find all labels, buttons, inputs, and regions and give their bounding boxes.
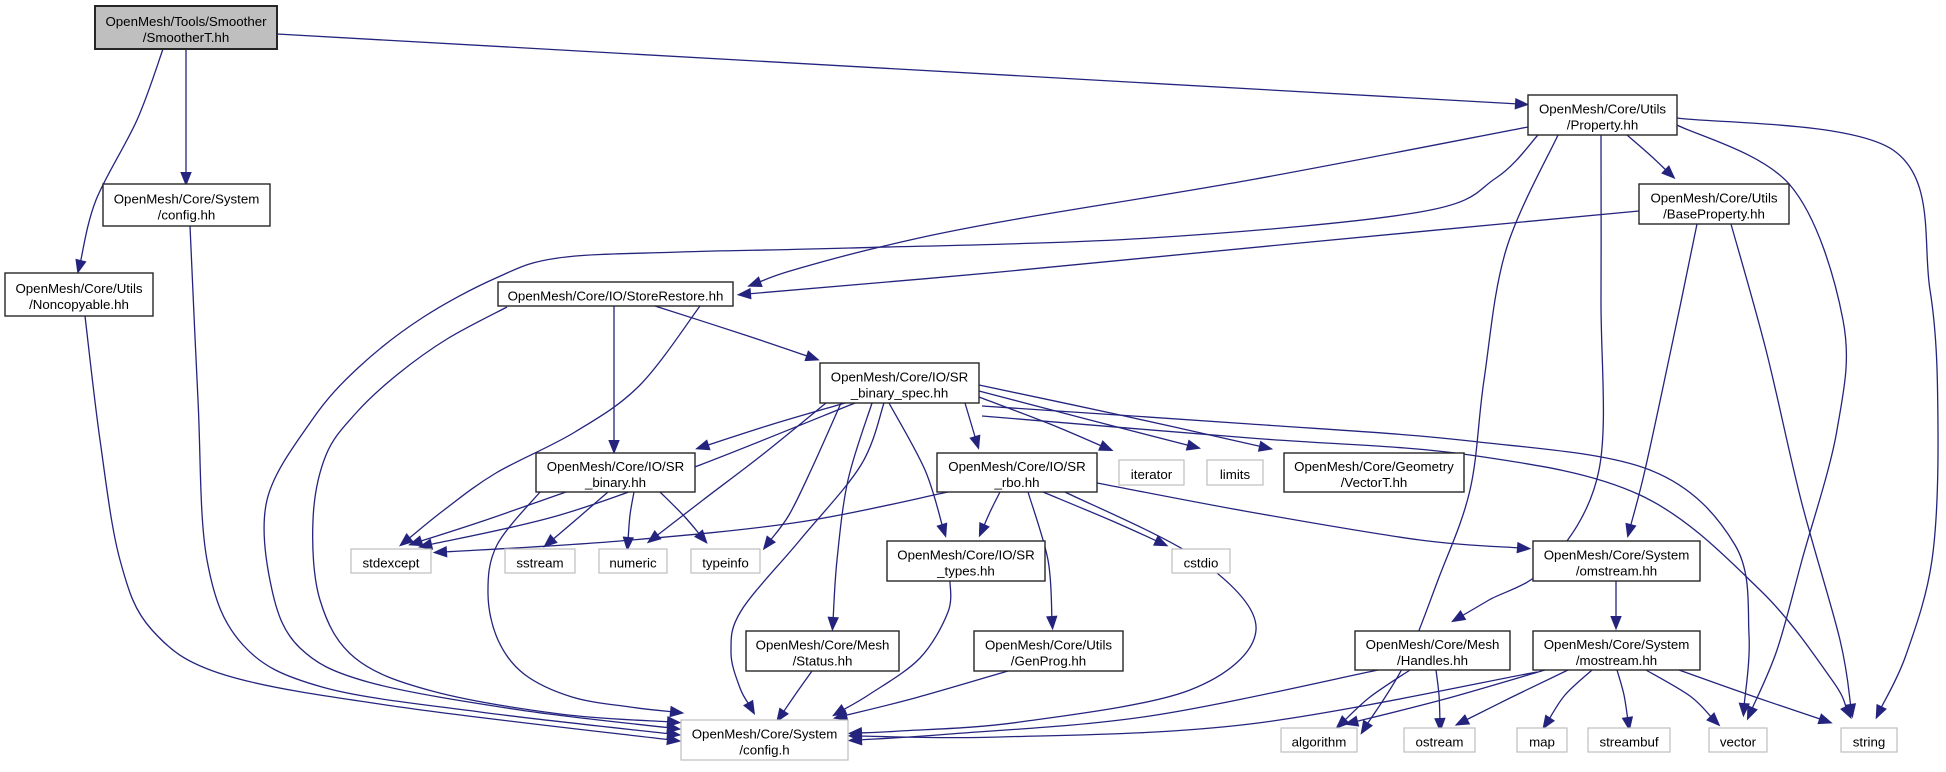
svg-text:numeric: numeric [609, 555, 657, 570]
svg-text:OpenMesh/Core/IO/SR: OpenMesh/Core/IO/SR [547, 459, 684, 474]
svg-text:/Handles.hh: /Handles.hh [1397, 653, 1468, 668]
svg-text:OpenMesh/Core/IO/SR: OpenMesh/Core/IO/SR [948, 459, 1085, 474]
svg-text:/VectorT.hh: /VectorT.hh [1341, 475, 1408, 490]
svg-text:OpenMesh/Core/Utils: OpenMesh/Core/Utils [985, 637, 1112, 652]
svg-text:/Status.hh: /Status.hh [793, 653, 853, 668]
svg-text:streambuf: streambuf [1599, 734, 1658, 749]
svg-text:/Noncopyable.hh: /Noncopyable.hh [29, 297, 129, 312]
svg-text:OpenMesh/Core/Utils: OpenMesh/Core/Utils [1539, 101, 1666, 116]
svg-text:OpenMesh/Core/System: OpenMesh/Core/System [114, 191, 260, 206]
svg-text:OpenMesh/Core/IO/SR: OpenMesh/Core/IO/SR [831, 369, 968, 384]
svg-text:OpenMesh/Core/Utils: OpenMesh/Core/Utils [15, 281, 142, 296]
svg-text:OpenMesh/Core/IO/StoreRestore.: OpenMesh/Core/IO/StoreRestore.hh [508, 288, 724, 303]
svg-text:/GenProg.hh: /GenProg.hh [1011, 653, 1086, 668]
svg-text:OpenMesh/Core/Mesh: OpenMesh/Core/Mesh [756, 637, 890, 652]
svg-text:OpenMesh/Core/System: OpenMesh/Core/System [1544, 637, 1690, 652]
svg-text:/BaseProperty.hh: /BaseProperty.hh [1663, 206, 1765, 221]
svg-text:OpenMesh/Core/Geometry: OpenMesh/Core/Geometry [1294, 459, 1454, 474]
svg-text:string: string [1853, 734, 1886, 749]
svg-text:OpenMesh/Core/Utils: OpenMesh/Core/Utils [1650, 190, 1777, 205]
svg-text:/config.h: /config.h [739, 742, 789, 757]
svg-text:_binary_spec.hh: _binary_spec.hh [850, 385, 949, 400]
svg-text:cstdio: cstdio [1184, 555, 1219, 570]
svg-text:map: map [1529, 734, 1555, 749]
svg-text:stdexcept: stdexcept [363, 555, 420, 570]
svg-text:ostream: ostream [1415, 734, 1463, 749]
svg-text:/mostream.hh: /mostream.hh [1576, 653, 1657, 668]
svg-text:algorithm: algorithm [1292, 734, 1347, 749]
svg-text:sstream: sstream [516, 555, 563, 570]
svg-text:/config.hh: /config.hh [158, 207, 216, 222]
svg-text:OpenMesh/Core/System: OpenMesh/Core/System [1544, 547, 1690, 562]
svg-text:_binary.hh: _binary.hh [584, 475, 646, 490]
svg-text:iterator: iterator [1131, 467, 1173, 482]
svg-text:OpenMesh/Core/IO/SR: OpenMesh/Core/IO/SR [897, 547, 1034, 562]
svg-text:_types.hh: _types.hh [936, 563, 995, 578]
svg-text:OpenMesh/Core/System: OpenMesh/Core/System [692, 726, 838, 741]
svg-text:vector: vector [1720, 734, 1757, 749]
svg-text:OpenMesh/Core/Mesh: OpenMesh/Core/Mesh [1366, 637, 1500, 652]
svg-text:OpenMesh/Tools/Smoother: OpenMesh/Tools/Smoother [105, 14, 267, 29]
svg-text:/omstream.hh: /omstream.hh [1576, 563, 1657, 578]
svg-text:limits: limits [1220, 467, 1251, 482]
svg-text:_rbo.hh: _rbo.hh [993, 475, 1039, 490]
svg-text:/Property.hh: /Property.hh [1567, 117, 1638, 132]
svg-text:typeinfo: typeinfo [702, 555, 749, 570]
svg-text:/SmootherT.hh: /SmootherT.hh [143, 30, 229, 45]
